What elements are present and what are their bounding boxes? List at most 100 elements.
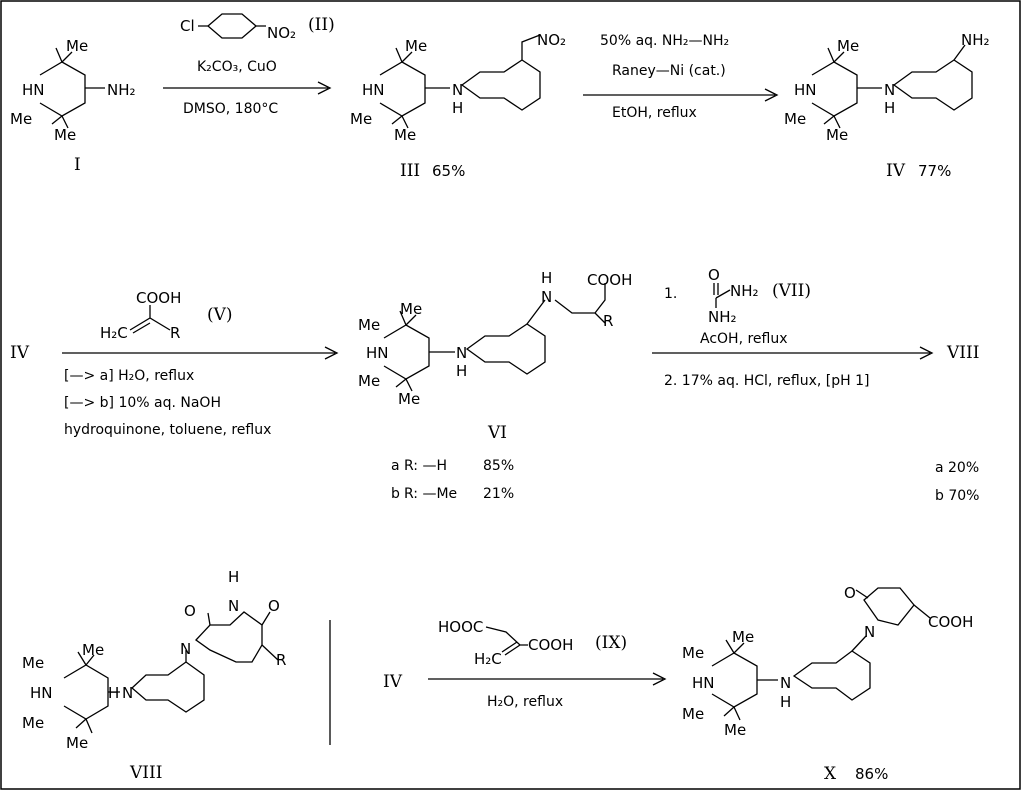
reagent-II: Cl NO₂ (II) bbox=[180, 13, 335, 42]
compounds-VI-variants-0-id-label: a bbox=[391, 458, 400, 474]
atoms-h-label: H bbox=[541, 269, 552, 287]
atoms-me-label: Me bbox=[398, 390, 420, 408]
compounds-II-cl-label: Cl bbox=[180, 17, 195, 35]
reaction-arrow-5: H₂O, reflux bbox=[428, 672, 667, 710]
atoms-hn-label: HN bbox=[30, 684, 53, 702]
reagent-VII: 1. O NH₂ NH₂ (VII) bbox=[664, 266, 811, 326]
atoms-h-label: H bbox=[456, 362, 467, 380]
start-IV-row2: IV bbox=[10, 343, 30, 363]
start-IV-row3: IV bbox=[383, 672, 403, 692]
compounds-X-yield-label: 86% bbox=[855, 765, 888, 783]
atoms-cooh-label: COOH bbox=[587, 271, 632, 289]
atoms-me-label: Me bbox=[784, 110, 806, 128]
compounds-IX-hooc-label: HOOC bbox=[438, 618, 483, 636]
atoms-hn-label: HN bbox=[794, 81, 817, 99]
atoms-n-label: N bbox=[180, 640, 191, 658]
compounds-VI-label-label: VI bbox=[487, 423, 507, 443]
compounds-V-label-label: (V) bbox=[207, 305, 233, 325]
atoms-r-label: R bbox=[276, 651, 286, 669]
atoms-me-label: Me bbox=[54, 126, 76, 144]
compounds-II-label-label: (II) bbox=[308, 15, 335, 35]
atoms-me-label: Me bbox=[826, 126, 848, 144]
reactions-r5-line1-label: H₂O, reflux bbox=[487, 694, 563, 710]
atoms-n-label: N bbox=[884, 81, 895, 99]
atoms-me-label: Me bbox=[358, 372, 380, 390]
atoms-n-label: N bbox=[456, 344, 467, 362]
atoms-hn-label: HN bbox=[362, 81, 385, 99]
reaction-arrow-4: AcOH, reflux 2. 17% aq. HCl, reflux, [pH… bbox=[652, 331, 934, 389]
atoms-n-label: N bbox=[864, 623, 875, 641]
reagent-IX: HOOC COOH H₂C (IX) bbox=[438, 618, 627, 668]
compounds-I-amine-label: NH₂ bbox=[107, 81, 136, 99]
VIII-yield-a: a 20% bbox=[935, 460, 979, 476]
compounds-VI-variants-0-yield-label: 85% bbox=[483, 458, 514, 474]
compound-IV: Me HN Me Me N H NH₂ IV 77% bbox=[784, 31, 990, 181]
atoms-me-label: Me bbox=[358, 316, 380, 334]
reactions-r2-line1-label: 50% aq. NH₂—NH₂ bbox=[600, 33, 729, 49]
VI-variant-a: a R: —H 85% bbox=[391, 458, 514, 474]
atoms-me-label: Me bbox=[837, 37, 859, 55]
compound-III: Me HN Me Me N H NO₂ III 65% bbox=[350, 31, 566, 181]
compounds-V-r-label: R bbox=[170, 324, 180, 342]
atoms-me-label: Me bbox=[394, 126, 416, 144]
atoms-n-label: N bbox=[452, 81, 463, 99]
atoms-hn-label: HN bbox=[692, 674, 715, 692]
reactions-r2-line3-label: EtOH, reflux bbox=[612, 105, 697, 121]
atoms-o-label: O bbox=[268, 597, 280, 615]
atoms-hn-label: HN bbox=[366, 344, 389, 362]
atoms-o-label: O bbox=[708, 266, 720, 284]
atoms-me-label: Me bbox=[732, 628, 754, 646]
atoms-me-label: Me bbox=[22, 714, 44, 732]
atoms-me-label: Me bbox=[405, 37, 427, 55]
atoms-h-label: H bbox=[452, 99, 463, 117]
atoms-n-label: N bbox=[122, 684, 133, 702]
reactions-r2-line2-label: Raney—Ni (cat.) bbox=[612, 63, 726, 79]
atoms-hn-label: HN bbox=[22, 81, 45, 99]
atoms-nh2-label: NH₂ bbox=[961, 31, 990, 49]
compounds-IX-h2c-label: H₂C bbox=[474, 650, 502, 668]
atoms-no2-label: NO₂ bbox=[537, 31, 566, 49]
compounds-VI-variants-1-yield-label: 21% bbox=[483, 486, 514, 502]
VIII-yield-b: b 70% bbox=[935, 488, 979, 504]
compounds-II-no2-label: NO₂ bbox=[267, 24, 296, 42]
compound-X: Me Me HN Me Me N H N O COOH X 86% bbox=[682, 584, 973, 784]
atoms-me-label: Me bbox=[22, 654, 44, 672]
reagent-V: COOH H₂C R (V) bbox=[100, 289, 233, 342]
atoms-h-label: H bbox=[780, 693, 791, 711]
atoms-nh2-label: NH₂ bbox=[730, 282, 759, 300]
atoms-me-label: Me bbox=[10, 110, 32, 128]
compounds-I-label-label: I bbox=[74, 155, 81, 175]
atoms-me-label: Me bbox=[82, 641, 104, 659]
atoms-me-label: Me bbox=[66, 734, 88, 752]
compound-I: Me HN Me Me NH₂ I bbox=[10, 37, 136, 175]
reactions-r4-line2-label: 2. 17% aq. HCl, reflux, [pH 1] bbox=[664, 373, 869, 389]
compounds-III-label-label: III bbox=[400, 161, 420, 181]
compounds-IX-label-label: (IX) bbox=[595, 633, 627, 653]
compounds-X-label-label: X bbox=[824, 764, 837, 784]
VI-variant-b: b R: —Me 21% bbox=[391, 486, 514, 502]
reactions-r3-line2-label: [—> b] 10% aq. NaOH bbox=[64, 395, 221, 411]
product-VIII-row2: VIII bbox=[946, 343, 979, 363]
reactions-r4-line1-label: AcOH, reflux bbox=[700, 331, 788, 347]
reactions-r3-line1-label: [—> a] H₂O, reflux bbox=[64, 368, 194, 384]
reaction-arrow-2: 50% aq. NH₂—NH₂ Raney—Ni (cat.) EtOH, re… bbox=[583, 33, 779, 121]
compounds-IV-yield-label: 77% bbox=[918, 162, 951, 180]
reactions-r1-line1-label: K₂CO₃, CuO bbox=[197, 59, 277, 75]
compounds-VIII-label-label: VIII bbox=[129, 763, 162, 783]
compounds-VI-variants-1-id-label: b bbox=[391, 486, 400, 502]
compounds-V-h2c-label: H₂C bbox=[100, 324, 128, 342]
compounds-III-yield-label: 65% bbox=[432, 162, 465, 180]
atoms-cooh-label: COOH bbox=[928, 613, 973, 631]
compounds-V-cooh-label: COOH bbox=[136, 289, 181, 307]
compound-VIII: Me Me HN Me Me N H N O H N O R VIII bbox=[22, 568, 286, 783]
atoms-me-label: Me bbox=[682, 705, 704, 723]
atoms-me-label: Me bbox=[66, 37, 88, 55]
atoms-h-label: H bbox=[108, 684, 119, 702]
reaction-arrow-3: [—> a] H₂O, reflux [—> b] 10% aq. NaOH h… bbox=[62, 346, 339, 438]
reactions-r3-line3-label: hydroquinone, toluene, reflux bbox=[64, 422, 271, 438]
compounds-VI-variants-0-r-label: R: —H bbox=[404, 458, 447, 474]
atoms-h-label: H bbox=[228, 568, 239, 586]
reactions-r4-step1-label: 1. bbox=[664, 286, 677, 302]
